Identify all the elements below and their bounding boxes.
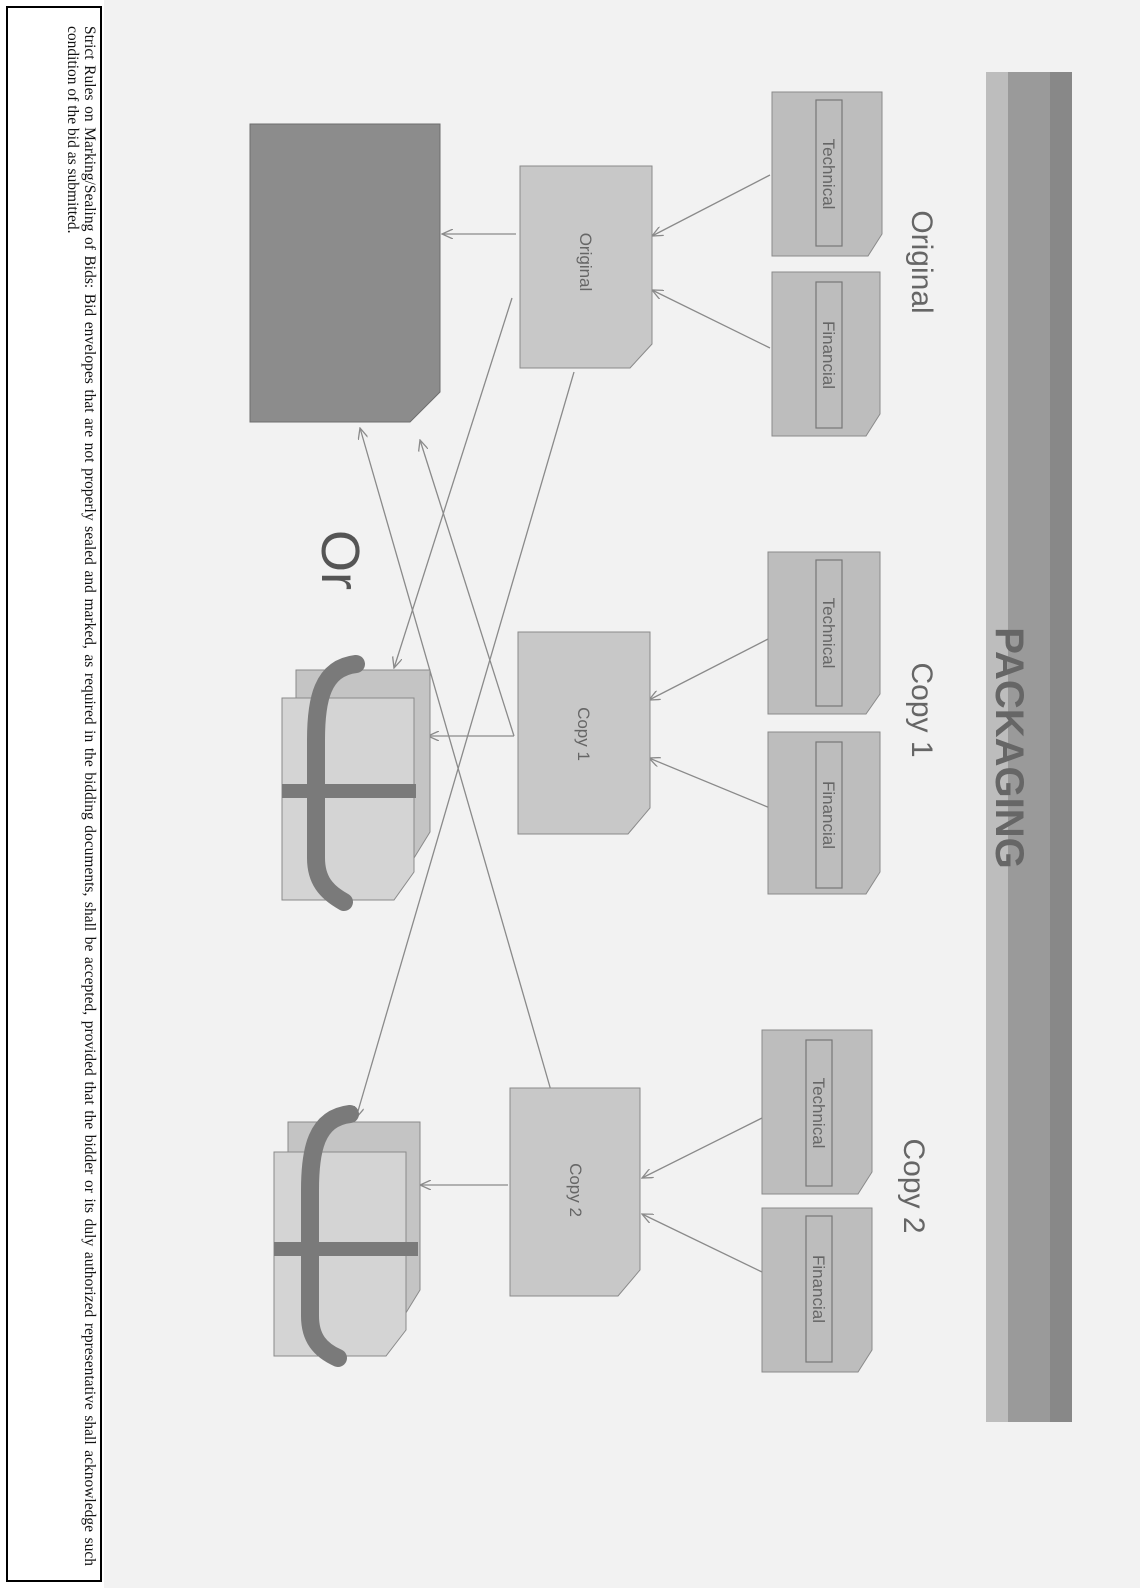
note-box: Strict Rules on Marking/Sealing of Bids:… — [6, 6, 102, 1582]
envelope-copy1-center-label: Copy 1 — [574, 707, 593, 761]
bundle-copy2 — [273, 1105, 421, 1367]
envelope-copy2-financial-label: Financial — [809, 1255, 828, 1323]
envelope-copy2-center-label: Copy 2 — [566, 1163, 585, 1217]
envelope-original-financial-label: Financial — [819, 321, 838, 389]
outer-envelope — [249, 123, 441, 423]
envelope-original-center-label: Original — [576, 233, 595, 292]
envelope-original-technical — [771, 91, 883, 257]
packaging-diagram: PACKAGING Original Copy 1 Copy 2 Technic… — [104, 0, 1140, 1588]
title-bar — [986, 72, 1072, 1422]
connector-arrows — [356, 174, 771, 1273]
envelope-copy1-technical-label: Technical — [819, 598, 838, 669]
envelope-copy2-financial — [761, 1207, 873, 1373]
envelope-original-financial — [771, 271, 881, 437]
envelope-copy1-center — [517, 631, 651, 835]
heading-copy2: Copy 2 — [897, 1138, 930, 1233]
envelope-copy2-technical-label: Technical — [809, 1078, 828, 1149]
envelope-copy1-financial — [767, 731, 881, 895]
bundle-copy1 — [281, 655, 431, 911]
envelope-original-center — [519, 165, 653, 369]
envelope-original-technical-label: Technical — [819, 139, 838, 210]
envelope-copy1-financial-label: Financial — [819, 781, 838, 849]
or-label: Or — [310, 530, 370, 590]
envelope-copy2-center — [509, 1087, 641, 1297]
envelope-copy1-technical — [767, 551, 881, 715]
heading-copy1: Copy 1 — [905, 662, 938, 757]
title-text: PACKAGING — [987, 627, 1031, 868]
note-text: Strict Rules on Marking/Sealing of Bids:… — [64, 26, 98, 1566]
envelope-copy2-technical — [761, 1029, 873, 1195]
heading-original: Original — [905, 210, 938, 313]
